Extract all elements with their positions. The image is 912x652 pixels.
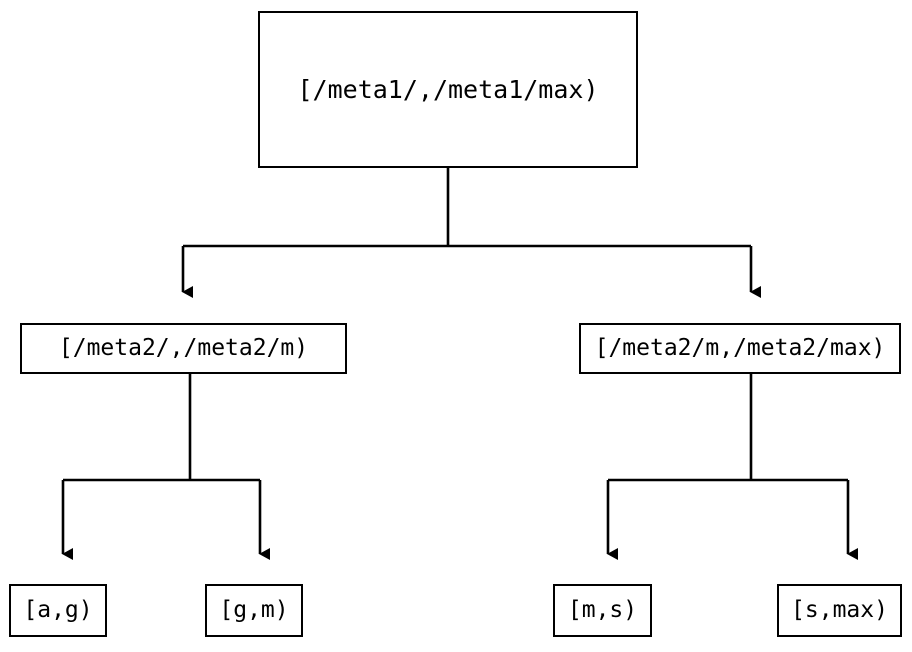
- tree-node-leaf-3-label: [m,s): [567, 597, 638, 623]
- tree-node-level2-left[interactable]: [/meta2/,/meta2/m): [20, 323, 347, 374]
- tree-node-root-label: [/meta1/,/meta1/max): [297, 75, 599, 104]
- tree-node-leaf-1-label: [a,g): [23, 597, 93, 623]
- tree-node-root[interactable]: [/meta1/,/meta1/max): [258, 11, 638, 168]
- tree-node-leaf-1[interactable]: [a,g): [9, 584, 107, 637]
- tree-node-level2-right-label: [/meta2/m,/meta2/max): [594, 335, 886, 361]
- tree-node-level2-right[interactable]: [/meta2/m,/meta2/max): [579, 323, 901, 374]
- edge-root-to-level2: [181, 168, 761, 298]
- tree-node-level2-left-label: [/meta2/,/meta2/m): [58, 335, 309, 361]
- edge-left-level2-to-leaves: [61, 374, 270, 560]
- tree-node-leaf-4[interactable]: [s,max): [777, 584, 902, 637]
- tree-node-leaf-2-label: [g,m): [219, 597, 289, 623]
- tree-node-leaf-2[interactable]: [g,m): [205, 584, 303, 637]
- edge-right-level2-to-leaves: [606, 374, 858, 560]
- tree-node-leaf-3[interactable]: [m,s): [553, 584, 652, 637]
- tree-node-leaf-4-label: [s,max): [791, 597, 888, 623]
